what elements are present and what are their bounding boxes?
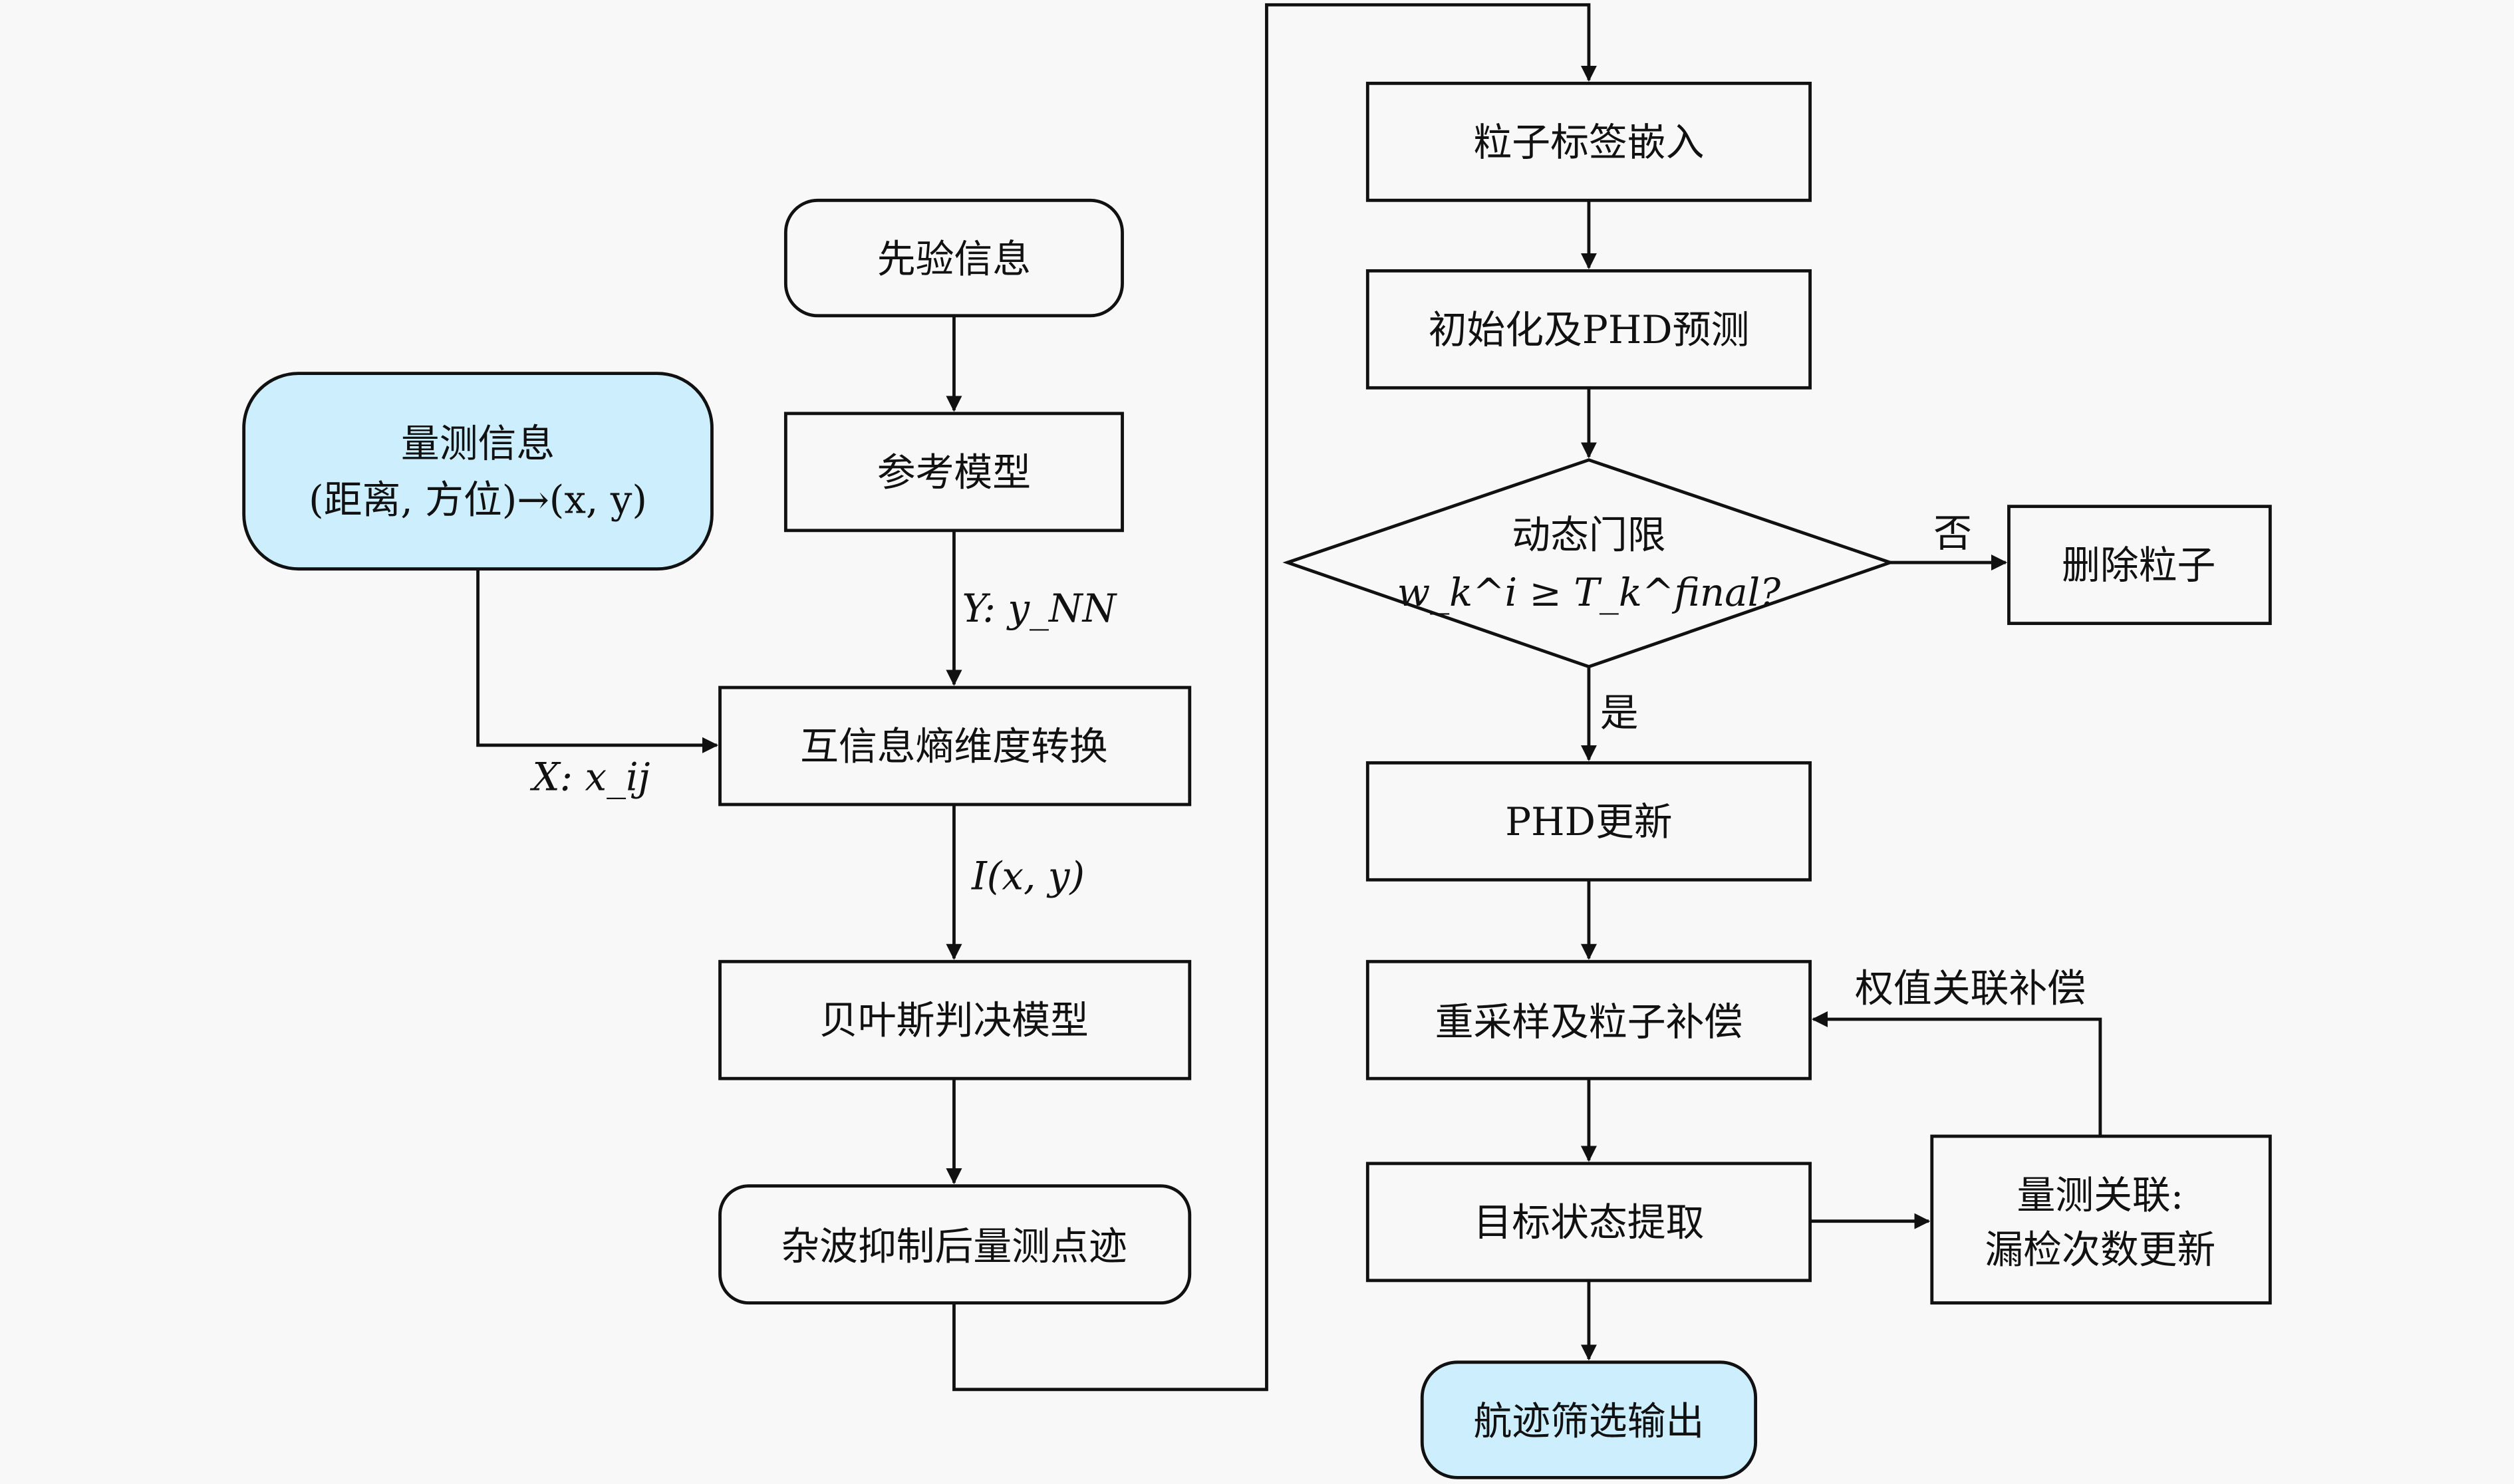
init-label: 初始化及PHD预测 [1429,307,1750,352]
measure-label-1: 量测信息 [401,421,555,466]
gate-label-2: w_k^i ≥ T_k^final? [1397,570,1781,615]
assoc-node [1930,1134,2272,1305]
assoc-label-2: 漏检次数更新 [1985,1227,2215,1272]
bayes-node [718,959,1192,1080]
prior-label: 先验信息 [877,237,1031,282]
feedback-label: 权值关联补偿 [1855,965,2086,1011]
measure-node [242,372,714,571]
init-node [1365,269,1812,390]
bayes-label: 贝叶斯判决模型 [819,998,1089,1043]
ref-node [783,412,1124,533]
no-label: 否 [1933,511,1972,556]
gate-label-1: 动态门限 [1512,512,1665,557]
resample-node [1365,959,1812,1080]
update-node [1365,761,1812,882]
embed-label: 粒子标签嵌入 [1473,120,1704,165]
measure-label-2: (距离, 方位)→(x, y) [309,477,647,522]
extract-label: 目标状态提取 [1473,1199,1704,1245]
gate-node [1282,458,1895,669]
delete-node [2007,505,2272,626]
edge-clutter-embed [952,3,1597,1392]
output-node [1420,1360,1758,1479]
resample-label: 重采样及粒子补偿 [1435,999,1743,1045]
mi-node [718,685,1192,806]
x-label: X: x_ij [530,754,650,799]
update-label: PHD更新 [1505,799,1672,844]
mi-label: 互信息熵维度转换 [800,724,1108,769]
delete-label: 删除粒子 [2062,543,2215,588]
output-label: 航迹筛选输出 [1473,1398,1704,1443]
clutter-label: 杂波抑制后量测点迹 [781,1224,1127,1269]
ref-label: 参考模型 [877,449,1031,495]
edge-measure-mi [476,568,719,753]
assoc-label-1: 量测关联: [2017,1172,2183,1217]
edge-assoc-resample [1811,1011,2102,1136]
y-label: Y: y_NN [962,586,1117,631]
i-label: I(x, y) [971,854,1085,899]
yes-label: 是 [1600,690,1639,735]
embed-node [1365,81,1812,202]
